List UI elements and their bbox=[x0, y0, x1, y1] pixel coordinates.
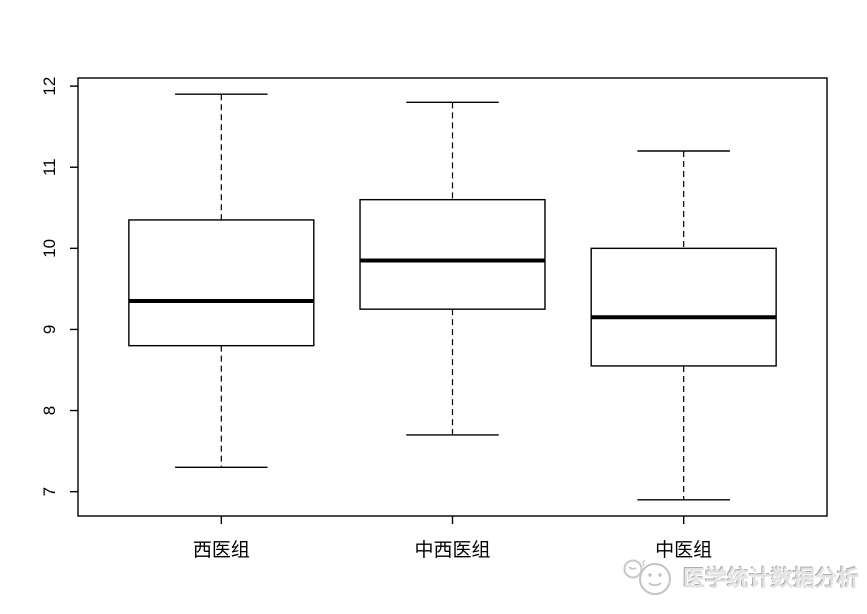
y-axis-tick-label: 11 bbox=[40, 158, 59, 176]
iqr-box bbox=[590, 247, 777, 367]
x-axis-category-label: 中医组 bbox=[655, 539, 712, 561]
y-axis-tick-label: 9 bbox=[40, 325, 59, 334]
iqr-box bbox=[359, 198, 546, 310]
wechat-icon bbox=[623, 559, 671, 595]
iqr-box bbox=[128, 219, 315, 347]
watermark: 医学统计数据分析 bbox=[620, 554, 859, 600]
y-axis-tick-label: 8 bbox=[40, 406, 59, 415]
y-axis-tick-label: 7 bbox=[40, 487, 59, 496]
y-axis-tick-label: 10 bbox=[40, 239, 59, 258]
watermark-text: 医学统计数据分析 bbox=[683, 566, 860, 591]
y-axis-tick-label: 12 bbox=[40, 77, 59, 96]
x-axis-category-label: 中西医组 bbox=[414, 539, 490, 561]
x-axis-category-label: 西医组 bbox=[193, 539, 250, 561]
